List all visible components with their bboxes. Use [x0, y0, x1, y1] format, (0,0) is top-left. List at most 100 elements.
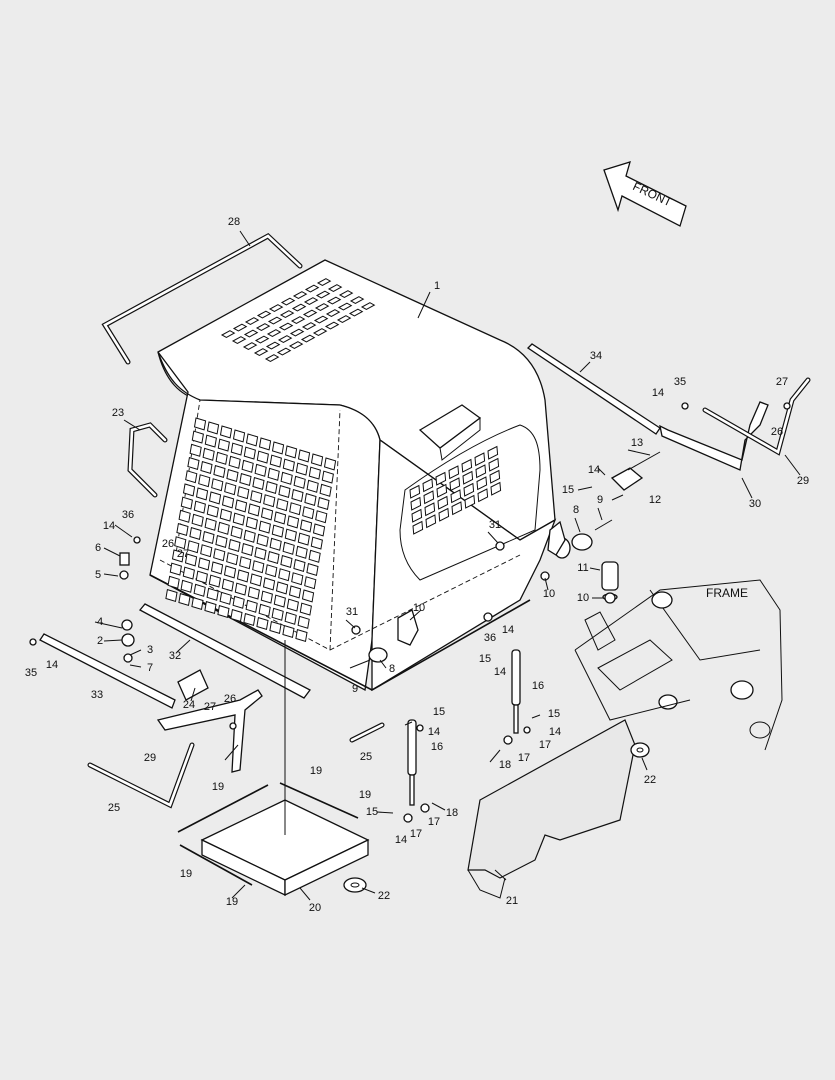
grille-hole [306, 562, 319, 577]
grille-hole [489, 469, 501, 484]
callout-2: 2 [97, 635, 103, 647]
grille-hole [289, 502, 302, 516]
grille-hole [476, 476, 488, 491]
grille-hole [488, 457, 500, 472]
grille-hole [412, 520, 424, 535]
grille-hole [191, 513, 204, 527]
grille-hole [268, 304, 284, 312]
grille-hole [282, 541, 295, 555]
canopy-assembly [149, 259, 557, 692]
callout-13: 13 [631, 437, 643, 449]
frame-section [574, 579, 783, 751]
grille-hole [291, 488, 304, 503]
grille-hole [286, 598, 299, 612]
grille-hole [269, 537, 282, 551]
grille-hole [317, 496, 330, 511]
grille-hole [187, 456, 200, 471]
grille-hole [208, 491, 222, 505]
grille-hole [232, 595, 245, 609]
grille-hole [187, 540, 200, 554]
grille-hole [273, 594, 286, 608]
callout-17d: 17 [428, 816, 440, 828]
grille-hole [276, 498, 289, 512]
grille-hole [308, 549, 321, 563]
grille-hole [327, 284, 343, 292]
callout-4: 4 [97, 616, 103, 628]
callout-29a: 29 [797, 475, 809, 487]
grille-hole [252, 476, 265, 491]
grille-hole [280, 554, 293, 569]
grille-hole [316, 278, 332, 286]
callout-31a: 31 [489, 519, 501, 531]
grille-hole [215, 451, 228, 465]
grille-hole [204, 600, 217, 615]
part-30-bracket [659, 377, 811, 471]
grille-hole [234, 582, 247, 596]
grille-hole [215, 534, 228, 549]
grille-hole [206, 504, 219, 518]
grille-hole [230, 442, 243, 456]
grille-hole [256, 533, 269, 547]
grille-hole [269, 620, 282, 635]
grille-hole [280, 297, 296, 306]
grille-hole [232, 429, 246, 443]
callout-25b: 25 [108, 802, 120, 814]
callout-16b: 16 [431, 741, 443, 753]
grille-hole [293, 558, 306, 573]
grille-hole [224, 482, 237, 496]
grille-hole [302, 309, 318, 318]
hardware-fasteners [29, 402, 791, 823]
grille-hole [304, 576, 317, 590]
grille-hole [299, 602, 312, 616]
grille-hole [477, 488, 489, 503]
grille-hole [221, 495, 235, 509]
callout-22b: 22 [378, 890, 390, 902]
callout-15a: 15 [562, 484, 574, 496]
grille-hole [282, 458, 295, 472]
callout-33: 33 [91, 689, 103, 701]
callout-11: 11 [577, 562, 588, 574]
grille-hole [409, 484, 421, 499]
grille-hole [315, 510, 328, 524]
grille-hole [167, 575, 180, 589]
callout-8b: 8 [389, 663, 395, 675]
grille-hole [230, 525, 243, 539]
callout-10a: 10 [413, 602, 425, 614]
frame-label: FRAME [706, 586, 748, 600]
callout-26a: 26 [771, 426, 783, 438]
grille-hole [325, 309, 341, 317]
part-16-gas-spring-right [511, 649, 521, 734]
grille-hole [271, 441, 285, 455]
grille-hole [193, 417, 207, 431]
callout-26b: 26 [162, 538, 174, 550]
callout-15c: 15 [433, 706, 445, 718]
part-23-handle [127, 422, 168, 498]
grille-hole [239, 556, 252, 570]
callout-31b: 31 [346, 606, 358, 618]
grille-hole [180, 579, 193, 593]
grille-hole [241, 459, 254, 473]
grille-hole [297, 532, 310, 546]
grille-hole [338, 290, 354, 298]
grille-hole [295, 462, 308, 476]
grille-hole [221, 578, 234, 592]
grille-hole [286, 515, 300, 529]
grille-hole [303, 297, 319, 305]
grille-hole [463, 482, 475, 497]
grille-hole [200, 544, 213, 558]
grille-hole [193, 500, 206, 514]
grille-hole [256, 310, 272, 319]
grille-hole [461, 458, 473, 473]
callout-17c: 17 [410, 828, 422, 840]
grille-hole [204, 517, 217, 531]
grille-hole [336, 315, 352, 323]
callout-17a: 17 [518, 752, 530, 764]
grille-hole [217, 604, 230, 619]
grille-hole [424, 502, 436, 517]
callout-35a: 35 [674, 376, 686, 388]
grille-hole [410, 496, 422, 511]
grille-hole [474, 452, 486, 467]
part-24-clip [177, 669, 209, 701]
callout-9b: 9 [352, 683, 358, 695]
callout-15b: 15 [479, 653, 491, 665]
